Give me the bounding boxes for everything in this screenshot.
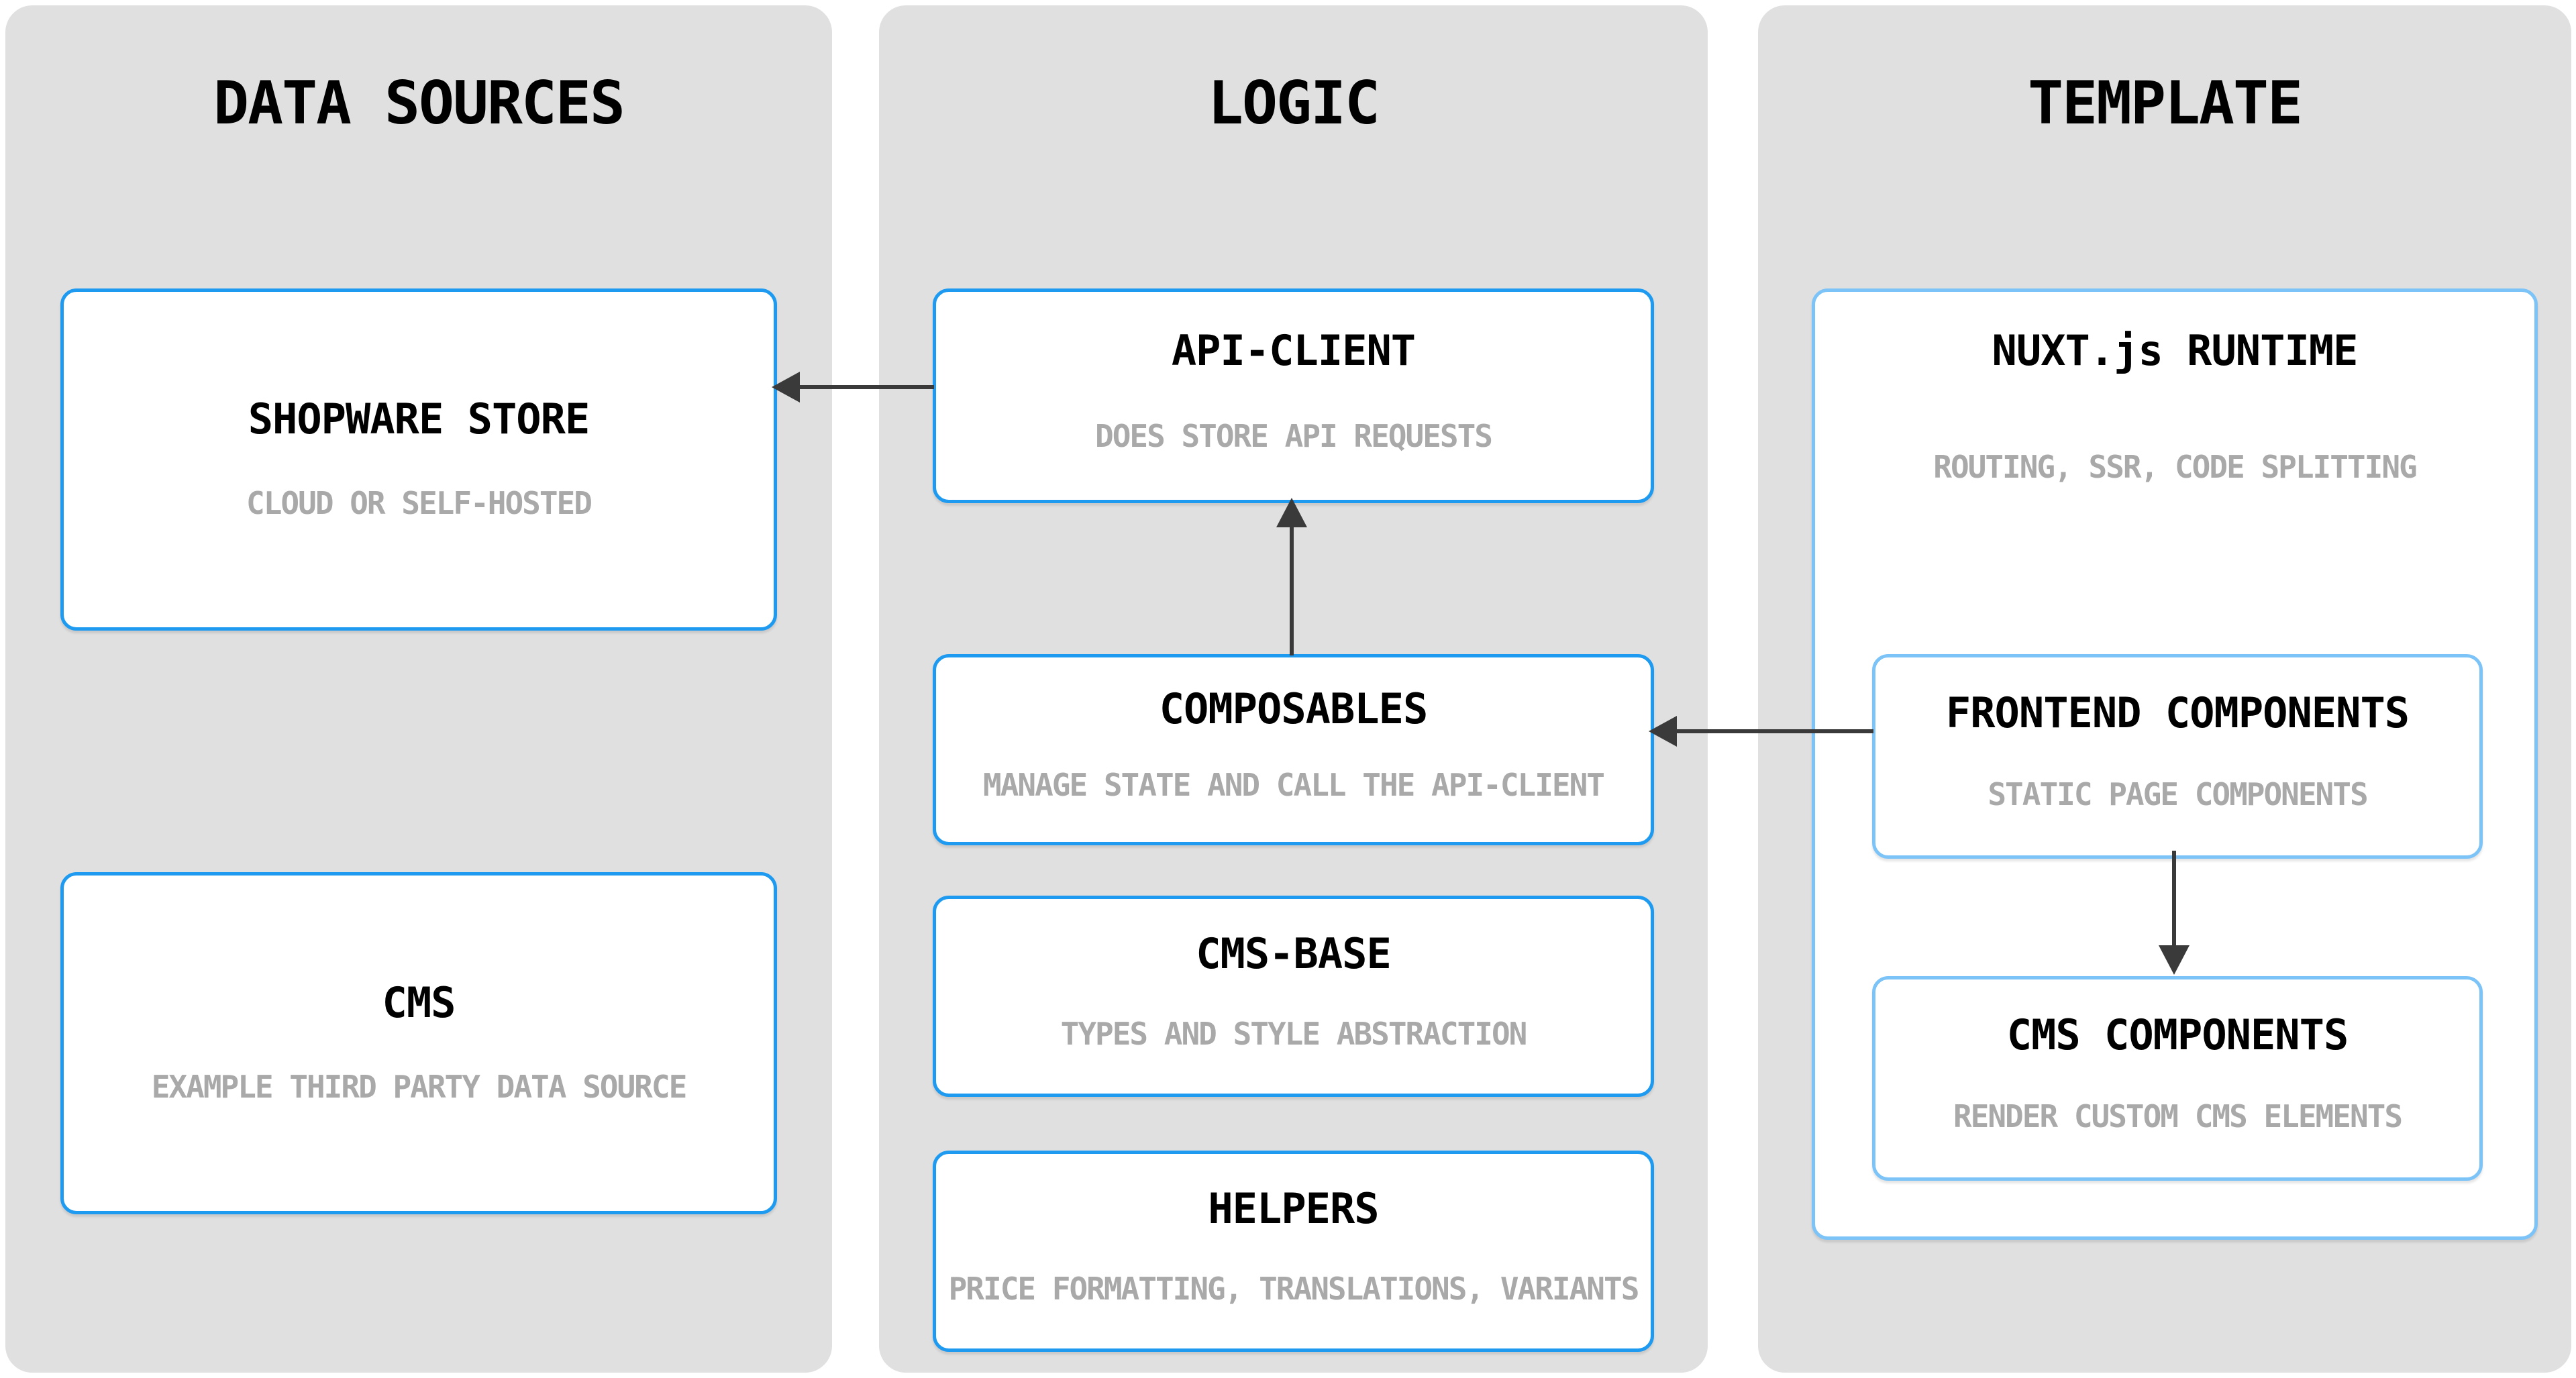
box-title-shopware-store: SHOPWARE STORE [248, 394, 590, 443]
box-api-client: API-CLIENT DOES STORE API REQUESTS [933, 288, 1654, 503]
box-helpers: HELPERS PRICE FORMATTING, TRANSLATIONS, … [933, 1151, 1654, 1352]
arrow-shaft [1290, 525, 1294, 655]
box-cms-base: CMS-BASE TYPES AND STYLE ABSTRACTION [933, 896, 1654, 1097]
arrowhead-down-icon [2159, 945, 2189, 975]
box-title-nuxt-runtime: NUXT.js RUNTIME [1992, 326, 2359, 375]
box-cms: CMS EXAMPLE THIRD PARTY DATA SOURCE [60, 872, 777, 1214]
box-title-helpers: HELPERS [1208, 1184, 1379, 1233]
box-subtitle-frontend-components: STATIC PAGE COMPONENTS [1988, 776, 2368, 812]
box-subtitle-api-client: DOES STORE API REQUESTS [1095, 418, 1493, 454]
box-subtitle-nuxt-runtime: ROUTING, SSR, CODE SPLITTING [1933, 449, 2417, 485]
arrowhead-left-icon [1649, 716, 1677, 747]
box-title-frontend-components: FRONTEND COMPONENTS [1945, 688, 2410, 737]
panel-title-logic: LOGIC [1208, 68, 1380, 138]
box-subtitle-cms-base: TYPES AND STYLE ABSTRACTION [1060, 1016, 1528, 1052]
box-title-composables: COMPOSABLES [1159, 684, 1429, 733]
box-title-cms-components: CMS COMPONENTS [2006, 1010, 2349, 1059]
box-subtitle-composables: MANAGE STATE AND CALL THE API-CLIENT [983, 767, 1605, 803]
arrowhead-up-icon [1276, 498, 1307, 527]
arrow-shaft [795, 385, 934, 389]
box-subtitle-helpers: PRICE FORMATTING, TRANSLATIONS, VARIANTS [948, 1271, 1640, 1307]
box-subtitle-cms-components: RENDER CUSTOM CMS ELEMENTS [1953, 1098, 2403, 1134]
arrow-shaft [1673, 729, 1873, 733]
arrow-shaft [2172, 851, 2176, 948]
panel-title-data-sources: DATA SOURCES [213, 68, 625, 138]
box-title-api-client: API-CLIENT [1171, 326, 1416, 375]
arrowhead-left-icon [772, 372, 800, 403]
box-cms-components: CMS COMPONENTS RENDER CUSTOM CMS ELEMENT… [1872, 976, 2483, 1181]
panel-title-template: TEMPLATE [2028, 68, 2303, 138]
box-composables: COMPOSABLES MANAGE STATE AND CALL THE AP… [933, 654, 1654, 845]
box-title-cms: CMS [382, 978, 456, 1027]
box-subtitle-cms: EXAMPLE THIRD PARTY DATA SOURCE [151, 1069, 688, 1105]
box-shopware-store: SHOPWARE STORE CLOUD OR SELF-HOSTED [60, 288, 777, 631]
box-subtitle-shopware-store: CLOUD OR SELF-HOSTED [246, 485, 593, 521]
box-title-cms-base: CMS-BASE [1196, 929, 1392, 978]
box-frontend-components: FRONTEND COMPONENTS STATIC PAGE COMPONEN… [1872, 654, 2483, 859]
